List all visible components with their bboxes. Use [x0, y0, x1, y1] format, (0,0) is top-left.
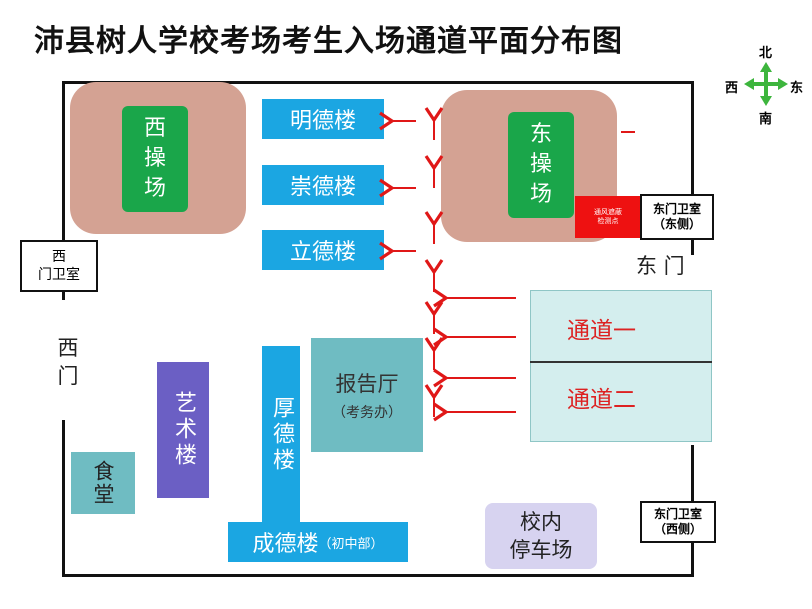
health-check-line-1: 通风遮蔽 — [594, 208, 622, 216]
east-field-char-3: 场 — [529, 182, 552, 207]
west-field-char-1: 西 — [143, 116, 166, 141]
east-field-char-1: 东 — [529, 122, 552, 147]
red-tick-mark — [621, 131, 635, 133]
east-field-char-2: 操 — [529, 152, 552, 177]
west-gate-char-2: 门 — [57, 364, 79, 388]
east-field-label: 东 操 场 — [508, 112, 574, 218]
channel-one-label: 通道一 — [567, 318, 636, 344]
west-guard-room: 西 门卫室 — [20, 240, 98, 292]
west-gate-label: 西 门 — [56, 334, 80, 390]
lecture-hall-sub: （考务办） — [332, 405, 402, 421]
west-gate-opening — [58, 300, 68, 420]
health-check-point: 通风遮蔽 检测点 — [575, 196, 641, 238]
east-guard-room-south: 东门卫室 （西侧） — [640, 501, 716, 543]
building-chengde: 成德楼 （初中部） — [228, 522, 408, 562]
compass-south: 南 — [759, 112, 773, 127]
lecture-hall-label: 报告厅 — [335, 372, 399, 396]
west-guard-line-1: 西 — [52, 249, 66, 265]
health-check-line-2: 检测点 — [597, 217, 619, 225]
building-houde: 厚德楼 — [262, 346, 300, 524]
east-guard-north-side: （东侧） — [652, 217, 701, 231]
west-field-label: 西 操 场 — [122, 106, 188, 212]
parking-line-2: 停车场 — [509, 538, 573, 562]
building-chongde: 崇德楼 — [262, 165, 384, 205]
map-title: 沛县树人学校考场考生入场通道平面分布图 — [34, 24, 623, 59]
compass-north: 北 — [759, 46, 773, 61]
building-canteen: 食堂 — [71, 452, 135, 514]
compass: 北 南 西 东 — [724, 40, 808, 127]
compass-west: 西 — [725, 81, 739, 96]
channel-two-label: 通道二 — [567, 387, 636, 413]
east-guard-south-name: 东门卫室 — [653, 507, 702, 521]
compass-east: 东 — [790, 81, 804, 96]
compass-rose-icon — [744, 62, 788, 106]
channel-divider — [530, 361, 712, 363]
building-lide: 立德楼 — [262, 230, 384, 270]
building-chengde-sub: （初中部） — [318, 536, 384, 552]
building-chengde-label: 成德楼 — [252, 532, 319, 557]
entry-channel-area — [530, 290, 712, 442]
east-guard-room-north: 东门卫室 （东侧） — [640, 194, 714, 240]
building-yishu: 艺术楼 — [157, 362, 209, 498]
east-gate-label: 东 门 — [636, 254, 685, 278]
building-houde-label: 厚德楼 — [269, 396, 294, 474]
parking-line-1: 校内 — [520, 510, 562, 534]
west-field-char-3: 场 — [143, 176, 166, 201]
east-guard-south-side: （西侧） — [653, 522, 702, 536]
parking-lot: 校内 停车场 — [485, 503, 597, 569]
east-guard-north-name: 东门卫室 — [652, 202, 701, 216]
building-mingde: 明德楼 — [262, 99, 384, 139]
west-field-char-2: 操 — [143, 146, 166, 171]
west-guard-line-2: 门卫室 — [38, 267, 80, 283]
building-lecture-hall: 报告厅 （考务办） — [311, 338, 423, 452]
building-canteen-label: 食堂 — [91, 460, 115, 506]
west-gate-char-1: 西 — [57, 336, 79, 360]
building-yishu-label: 艺术楼 — [171, 391, 196, 469]
